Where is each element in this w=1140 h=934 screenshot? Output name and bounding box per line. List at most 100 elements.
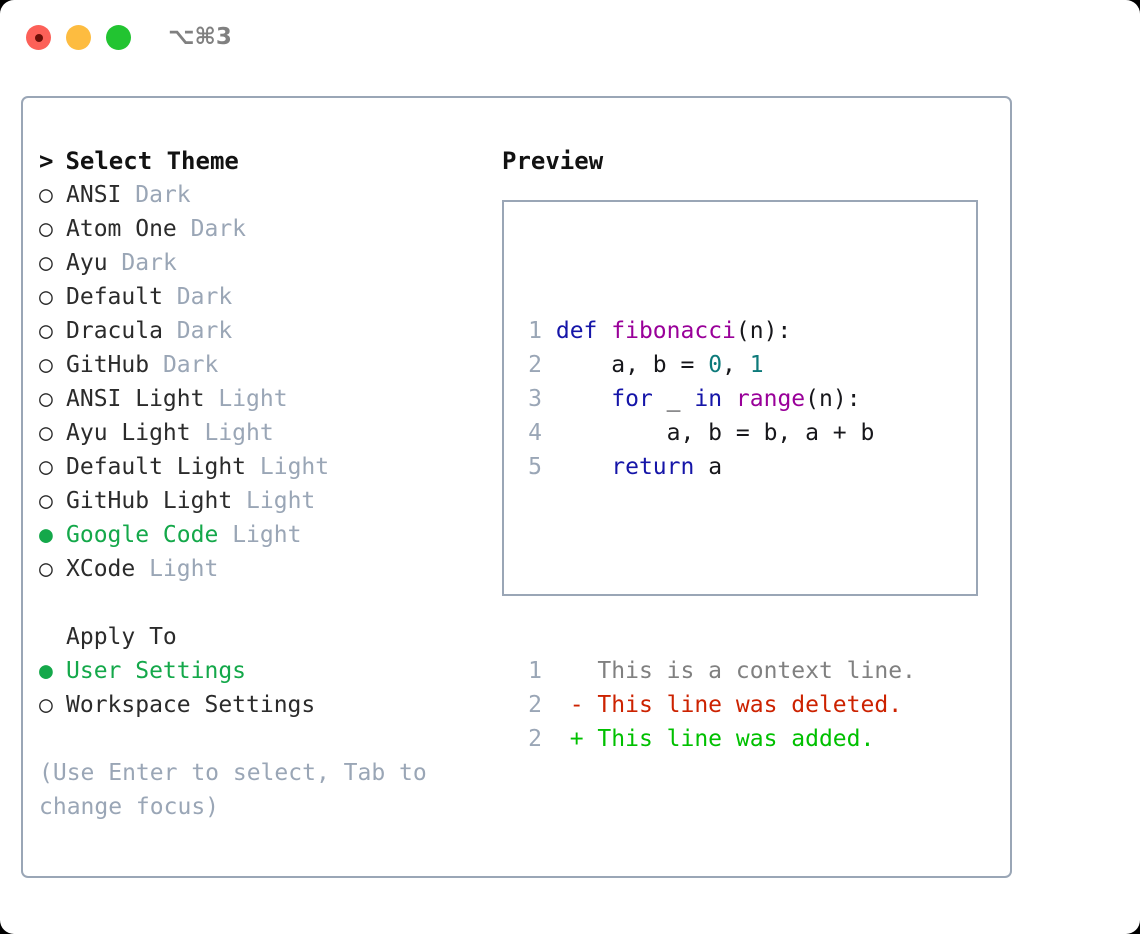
apply-heading-marker	[39, 620, 66, 654]
diff-line-text: This is a context line.	[597, 658, 916, 684]
theme-option-label: Atom One	[66, 216, 177, 242]
theme-option-label: Default Light	[66, 454, 247, 480]
code-token: 0	[708, 352, 723, 378]
radio-unselected-icon: ○	[39, 318, 53, 344]
code-token	[556, 386, 611, 412]
theme-option-ayu[interactable]: ○Ayu Dark	[39, 246, 499, 280]
code-line-number: 1	[528, 318, 542, 344]
radio-selected-icon: ●	[39, 522, 53, 548]
theme-option-default[interactable]: ○ Default Dark	[39, 280, 499, 314]
theme-option-label: GitHub	[66, 352, 150, 378]
diff-line: 1 This is a context line.	[518, 654, 916, 688]
close-button[interactable]	[26, 25, 51, 50]
label-tag-gap	[108, 250, 122, 276]
label-tag-gap	[135, 556, 149, 582]
theme-option-default-light[interactable]: ○Default Light Light	[39, 450, 499, 484]
theme-option-tag: Light	[246, 488, 316, 514]
theme-option-label: XCode	[66, 556, 136, 582]
theme-option-github[interactable]: ○GitHub Dark	[39, 348, 499, 382]
code-token: 1	[749, 352, 764, 378]
code-line: 2 a, b = 0, 1	[518, 348, 916, 382]
theme-option-ayu-light[interactable]: ○Ayu Light Light	[39, 416, 499, 450]
apply-heading-label: Apply To	[66, 624, 177, 650]
apply-to-option-label: User Settings	[66, 658, 247, 684]
diff-line-number: 2	[528, 726, 542, 752]
theme-option-tag: Light	[204, 420, 274, 446]
theme-option-github-light[interactable]: ○GitHub Light Light	[39, 484, 499, 518]
code-token: range	[735, 386, 806, 412]
apply-to-option-user-settings[interactable]: ●User Settings	[39, 654, 499, 688]
theme-option-label: Default	[66, 284, 163, 310]
code-token: a	[694, 454, 723, 480]
code-line-number: 3	[528, 386, 542, 412]
radio-unselected-icon: ○	[39, 284, 53, 310]
code-token	[597, 318, 611, 344]
heading-marker: >	[39, 147, 54, 175]
label-tag-gap	[246, 454, 260, 480]
theme-option-ansi-light[interactable]: ○ANSI Light Light	[39, 382, 499, 416]
diff-sample: 1 This is a context line. 2 - This line w…	[518, 654, 916, 756]
gutter-gap	[542, 454, 556, 480]
gutter-gap	[542, 658, 570, 684]
radio-unselected-icon: ○	[39, 386, 53, 412]
keyboard-shortcut-label: ⌥⌘3	[168, 24, 232, 50]
code-token: (n):	[735, 318, 792, 344]
preview-panel: Preview 1 def fibonacci(n): 2 a, b = 0, 1…	[502, 144, 1002, 752]
apply-to-option-label: Workspace Settings	[66, 692, 316, 718]
theme-option-atom-one[interactable]: ○Atom One Dark	[39, 212, 499, 246]
apply-to-option-workspace-settings[interactable]: ○ Workspace Settings	[39, 688, 499, 722]
theme-option-xcode[interactable]: ○XCode Light	[39, 552, 499, 586]
radio-unselected-icon: ○	[39, 420, 53, 446]
traffic-lights	[26, 25, 131, 50]
label-tag-gap	[121, 182, 135, 208]
code-token: def	[555, 318, 598, 344]
gutter-gap	[542, 420, 556, 446]
gutter-gap	[542, 386, 556, 412]
maximize-button[interactable]	[106, 25, 131, 50]
radio-unselected-icon: ○	[39, 182, 53, 208]
radio-unselected-icon: ○	[39, 692, 53, 718]
heading-label: Select Theme	[65, 147, 239, 175]
theme-option-label: Dracula	[66, 318, 163, 344]
code-token: for	[611, 386, 653, 412]
code-diff-separator	[518, 552, 916, 586]
theme-option-tag: Light	[232, 522, 302, 548]
theme-option-tag: Dark	[190, 216, 247, 242]
code-token: fibonacci	[611, 318, 736, 344]
theme-option-tag: Dark	[121, 250, 177, 276]
diff-marker: +	[569, 726, 598, 752]
diff-line-text: This line was added.	[597, 726, 875, 752]
code-line-number: 4	[528, 420, 542, 446]
label-tag-gap	[177, 216, 191, 242]
keyboard-hint-text: (Use Enter to select, Tab to change focu…	[39, 760, 441, 820]
theme-option-tag: Light	[218, 386, 288, 412]
diff-line-number: 2	[528, 692, 542, 718]
select-theme-heading: > Select Theme	[39, 144, 499, 178]
gutter-gap	[542, 692, 570, 718]
label-tag-gap	[218, 522, 232, 548]
theme-option-list[interactable]: ○ANSI Dark○Atom One Dark○Ayu Dark○Defaul…	[39, 178, 499, 586]
diff-marker	[570, 658, 598, 684]
diff-marker: -	[569, 692, 598, 718]
code-token: in	[694, 386, 723, 412]
theme-option-tag: Dark	[176, 284, 233, 310]
label-tag-gap	[163, 284, 177, 310]
code-line: 5 return a	[518, 450, 916, 484]
dialog-columns: > Select Theme ○ANSI Dark○Atom One Dark○…	[23, 98, 1010, 876]
preview-heading: Preview	[502, 147, 604, 175]
theme-option-ansi[interactable]: ○ANSI Dark	[39, 178, 499, 212]
theme-option-dracula[interactable]: ○Dracula Dark	[39, 314, 499, 348]
apply-to-heading: Apply To	[39, 620, 499, 654]
heading-gap	[53, 144, 65, 178]
theme-option-google-code[interactable]: ●Google Code Light	[39, 518, 499, 552]
label-tag-gap	[163, 318, 177, 344]
apply-to-option-list[interactable]: ●User Settings ○ Workspace Settings	[39, 654, 499, 722]
label-tag-gap	[191, 420, 205, 446]
code-token	[722, 386, 736, 412]
radio-unselected-icon: ○	[39, 556, 53, 582]
code-token: a, b = b, a + b	[555, 420, 875, 446]
minimize-button[interactable]	[66, 25, 91, 50]
